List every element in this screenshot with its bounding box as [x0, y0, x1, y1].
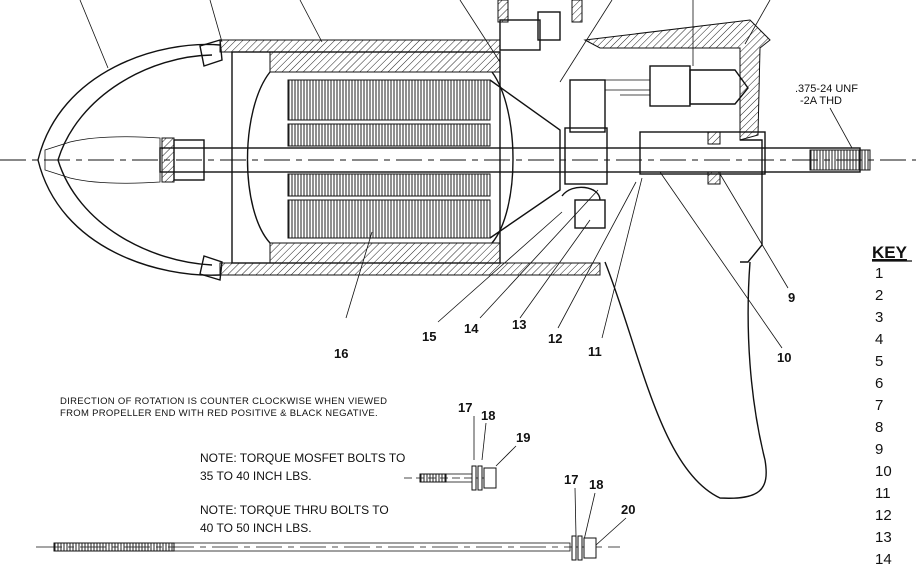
- key-legend: KEY 1 2 3 4 5 6 7 8 9 10 11 12 13 14: [872, 243, 912, 564]
- rotation-note: DIRECTION OF ROTATION IS COUNTER CLOCKWI…: [60, 396, 387, 419]
- svg-text:40 TO 50 INCH LBS.: 40 TO 50 INCH LBS.: [200, 521, 312, 535]
- thread-spec: .375-24 UNF -2A THD: [795, 83, 858, 149]
- nose-cone: [37, 39, 223, 281]
- bottom-leaders: [345, 171, 789, 349]
- svg-text:-2A THD: -2A THD: [800, 95, 842, 107]
- key-item: 8: [875, 419, 883, 436]
- key-item: 10: [875, 463, 892, 480]
- key-item: 2: [875, 287, 883, 304]
- mosfet-bolt: [404, 465, 500, 491]
- rear-housing: [497, 0, 771, 263]
- callout-12: 12: [548, 331, 562, 346]
- callout-labels: 9 10 11 12 13 14 15 16 17 18 19 17 18 20: [334, 290, 795, 517]
- callout-18b: 18: [589, 477, 603, 492]
- key-item: 9: [875, 441, 883, 458]
- key-item: 13: [875, 529, 892, 546]
- callout-14: 14: [464, 321, 479, 336]
- callout-17b: 17: [564, 472, 578, 487]
- key-item: 1: [875, 265, 883, 282]
- top-leaders: [79, 0, 771, 83]
- key-item: 12: [875, 507, 892, 524]
- armature: [287, 79, 561, 239]
- callout-11: 11: [588, 344, 602, 359]
- callout-17a: 17: [458, 400, 472, 415]
- callout-15: 15: [422, 329, 436, 344]
- key-item: 11: [875, 485, 891, 502]
- key-heading: KEY: [872, 243, 908, 262]
- callout-19: 19: [516, 430, 530, 445]
- callout-20: 20: [621, 502, 635, 517]
- key-item: 6: [875, 375, 883, 392]
- svg-text:.375-24 UNF: .375-24 UNF: [795, 83, 858, 95]
- key-item: 14: [875, 551, 892, 564]
- key-item: 5: [875, 353, 883, 370]
- svg-text:NOTE: TORQUE MOSFET BOLTS TO: NOTE: TORQUE MOSFET BOLTS TO: [200, 451, 405, 465]
- callout-18a: 18: [481, 408, 495, 423]
- svg-text:35 TO 40 INCH LBS.: 35 TO 40 INCH LBS.: [200, 469, 312, 483]
- shaft: [159, 137, 871, 183]
- callout-9: 9: [788, 290, 795, 305]
- callout-10: 10: [777, 350, 791, 365]
- thru-bolt: [36, 535, 620, 561]
- svg-text:NOTE: TORQUE THRU BOLTS TO: NOTE: TORQUE THRU BOLTS TO: [200, 503, 389, 517]
- key-item: 7: [875, 397, 883, 414]
- svg-text:DIRECTION OF ROTATION IS COUNT: DIRECTION OF ROTATION IS COUNTER CLOCKWI…: [60, 396, 387, 407]
- callout-16: 16: [334, 346, 348, 361]
- hardware-leaders: [473, 416, 627, 546]
- svg-text:FROM PROPELLER END WITH RED PO: FROM PROPELLER END WITH RED POSITIVE & B…: [60, 408, 378, 419]
- key-item: 4: [875, 331, 883, 348]
- skeg: [604, 261, 767, 499]
- motor-housing: [219, 39, 601, 276]
- callout-13: 13: [512, 317, 526, 332]
- key-item: 3: [875, 309, 883, 326]
- torque-notes: NOTE: TORQUE MOSFET BOLTS TO 35 TO 40 IN…: [200, 451, 405, 535]
